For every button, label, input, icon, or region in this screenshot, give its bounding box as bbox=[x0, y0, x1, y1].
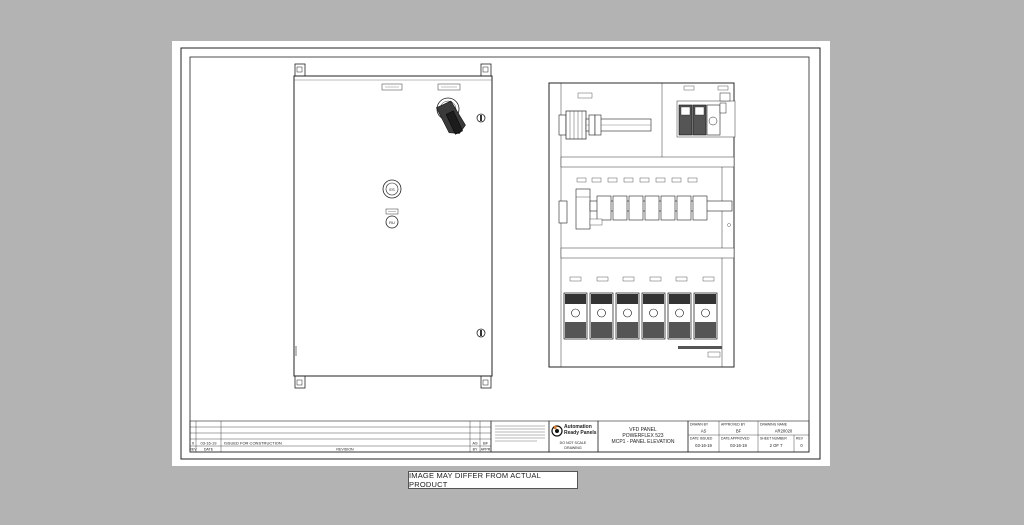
ethernet-switch bbox=[676, 85, 736, 138]
date-approved-value: 03-16-19 bbox=[730, 443, 747, 448]
backpanel-layout bbox=[548, 82, 736, 368]
rev-header-by: BY bbox=[473, 448, 478, 452]
date-issued-label: DATE ISSUED bbox=[690, 437, 713, 441]
vfd-6 bbox=[693, 292, 718, 340]
wireway-1 bbox=[560, 156, 735, 168]
drawing-title-line3: MCP1 - PANEL ELEVATION bbox=[612, 439, 675, 445]
power-distribution-block bbox=[558, 92, 652, 140]
date-approved-label: DATE APPROVED bbox=[721, 437, 750, 441]
vfd-3 bbox=[615, 292, 640, 340]
rev-row-rev: 0 bbox=[192, 441, 195, 446]
rev-row-by: AS bbox=[472, 441, 478, 446]
drawing-name-value: AR20020 bbox=[775, 429, 793, 434]
rev-header-date: DATE bbox=[204, 448, 214, 452]
wireway-2 bbox=[560, 247, 735, 259]
title-block: 0 03-16-19 ISSUED FOR CONSTRUCTION AS BF… bbox=[189, 420, 810, 453]
vfd-drives bbox=[563, 223, 731, 358]
vfd-2 bbox=[589, 292, 614, 340]
drawing-title-line2: POWERFLEX 523 bbox=[622, 433, 663, 439]
legal-notice bbox=[490, 420, 550, 453]
drawing-sheet: ES RU bbox=[172, 41, 830, 466]
reset-pushbutton: RU bbox=[385, 208, 399, 229]
vfd-4 bbox=[641, 292, 666, 340]
rev-value: 0 bbox=[800, 443, 803, 448]
approved-by-value: BF bbox=[736, 429, 742, 434]
company-name-line2: Ready Panels bbox=[564, 430, 597, 436]
circuit-breakers bbox=[558, 177, 733, 230]
sheet-number-value: 2 OF 7 bbox=[770, 443, 783, 448]
scale-note-line1: DO NOT SCALE bbox=[560, 441, 587, 445]
disconnect-handle bbox=[435, 97, 466, 135]
rev-row-chk: BF bbox=[483, 441, 489, 446]
rev-header-revision: REVISION bbox=[336, 448, 354, 452]
drawn-by-label: DRAWN BY bbox=[690, 423, 709, 427]
vfd-5 bbox=[667, 292, 692, 340]
company-name-line1: Automation bbox=[564, 424, 592, 430]
rev-header-rev: REV bbox=[189, 448, 197, 452]
drawing-name-label: DRAWING NAME bbox=[760, 423, 788, 427]
outer-border bbox=[180, 47, 821, 460]
emergency-stop-button: ES bbox=[382, 179, 402, 199]
company-logo-icon bbox=[551, 425, 563, 437]
drawn-by-value: AS bbox=[701, 429, 707, 434]
drawing-title-line1: VFD PANEL bbox=[629, 427, 657, 433]
rev-label: REV bbox=[796, 437, 804, 441]
drawing-info-grid bbox=[687, 420, 810, 453]
date-issued-value: 03-16-19 bbox=[695, 443, 712, 448]
reset-label: RU bbox=[389, 220, 395, 225]
vfd-1 bbox=[563, 292, 588, 340]
rev-row-description: ISSUED FOR CONSTRUCTION bbox=[224, 441, 282, 446]
sheet-number-label: SHEET NUMBER bbox=[760, 437, 787, 441]
approved-by-label: APPROVED BY bbox=[721, 423, 746, 427]
rev-header-chk: APPR bbox=[481, 448, 491, 452]
panel-elevation-drawing: ES RU bbox=[180, 47, 821, 460]
rev-row-date: 03-16-19 bbox=[200, 441, 217, 446]
scale-note-line2: DRAWING bbox=[564, 446, 581, 450]
estop-label: ES bbox=[389, 187, 395, 192]
enclosure-door: ES RU bbox=[293, 63, 493, 389]
ground-bar bbox=[678, 346, 722, 349]
disclaimer-banner: IMAGE MAY DIFFER FROM ACTUAL PRODUCT bbox=[408, 471, 578, 489]
